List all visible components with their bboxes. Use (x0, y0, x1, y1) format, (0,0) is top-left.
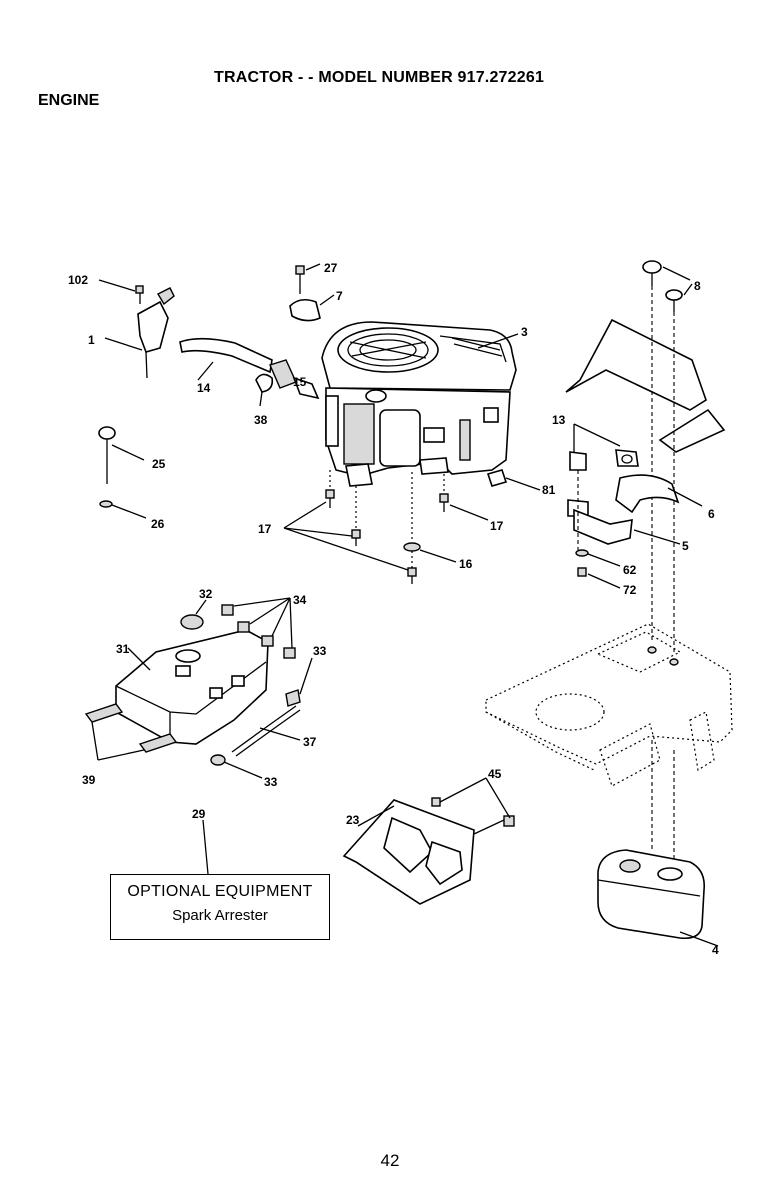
optional-equipment-title: OPTIONAL EQUIPMENT (111, 883, 329, 901)
callout-16: 16 (459, 557, 473, 571)
optional-equipment-subtitle: Spark Arrester (111, 907, 329, 924)
callout-23: 23 (346, 813, 360, 827)
callout-25: 25 (152, 457, 166, 471)
tractor-chassis (486, 624, 732, 860)
engine-assembly (322, 322, 540, 490)
callout-72: 72 (623, 583, 637, 597)
callout-102: 102 (68, 273, 88, 287)
callout-4: 4 (712, 943, 719, 957)
callout-62: 62 (623, 563, 637, 577)
callout-5: 5 (682, 539, 689, 553)
muffler (598, 850, 718, 946)
page-number: 42 (370, 1151, 410, 1171)
callout-7: 7 (336, 289, 343, 303)
callout-3: 3 (521, 325, 528, 339)
callout-38: 38 (254, 413, 268, 427)
callout-6: 6 (708, 507, 715, 521)
throttle-control (99, 280, 174, 378)
dipstick (99, 427, 146, 518)
callout-26: 26 (151, 517, 165, 531)
callout-33-upper: 33 (313, 644, 327, 658)
callout-31: 31 (116, 642, 130, 656)
callout-1: 1 (88, 333, 95, 347)
fuel-line-hose (180, 339, 272, 380)
callout-45: 45 (488, 767, 502, 781)
callout-17-right: 17 (490, 519, 504, 533)
callout-81: 81 (542, 483, 556, 497)
callout-29: 29 (192, 807, 206, 821)
callout-17-left: 17 (258, 522, 272, 536)
callout-13: 13 (552, 413, 566, 427)
callout-39: 39 (82, 773, 96, 787)
optional-equipment-box: OPTIONAL EQUIPMENT Spark Arrester (110, 874, 330, 940)
callout-15: 15 (293, 375, 307, 389)
heat-guard-bracket (344, 778, 514, 904)
callout-37: 37 (303, 735, 317, 749)
callout-33-lower: 33 (264, 775, 278, 789)
callout-27: 27 (324, 261, 338, 275)
callout-32: 32 (199, 587, 213, 601)
engine-mounting-bolts (284, 470, 488, 584)
heat-shield (566, 261, 724, 654)
callout-14: 14 (197, 381, 211, 395)
engine-bottom-shroud (86, 598, 312, 874)
callout-8: 8 (694, 279, 701, 293)
callout-34: 34 (293, 593, 307, 607)
